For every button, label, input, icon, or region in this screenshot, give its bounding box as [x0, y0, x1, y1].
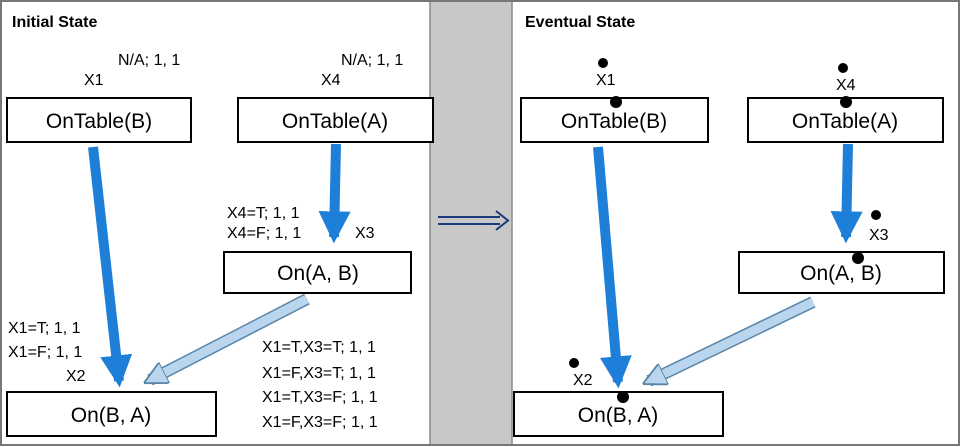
dot-x4-label: [838, 63, 848, 73]
svg-text:OnTable(B): OnTable(B): [561, 110, 667, 133]
transition-arrow: [438, 210, 510, 231]
edge-x4-x3: [318, 143, 351, 244]
right-panel-title: Eventual State: [525, 14, 635, 31]
var-x1: X1: [84, 72, 104, 89]
edge-x3-x2-eventual: [649, 297, 815, 381]
cpt-x1: N/A; 1, 1: [118, 52, 180, 69]
svg-text:On(B, A): On(B, A): [578, 404, 659, 427]
var-x3: X3: [355, 225, 375, 242]
cpt-x3-row2: X4=F; 1, 1: [227, 225, 301, 242]
svg-text:OnTable(A): OnTable(A): [792, 110, 898, 133]
var-x2-eventual: X2: [573, 372, 593, 389]
cpt-x2-right-row3: X1=T,X3=F; 1, 1: [262, 389, 378, 406]
edge-x1-x2: [88, 146, 133, 388]
left-panel-title: Initial State: [12, 14, 97, 31]
state-dots: [569, 58, 881, 403]
cpt-x3-row1: X4=T; 1, 1: [227, 205, 300, 222]
svg-text:OnTable(B): OnTable(B): [46, 110, 152, 133]
svg-text:On(A, B): On(A, B): [800, 262, 882, 285]
node-on-a-b-eventual: On(A, B): [738, 251, 945, 294]
var-x1-eventual: X1: [596, 72, 616, 89]
cpt-x2-right-row1: X1=T,X3=T; 1, 1: [262, 339, 376, 356]
cpt-x2-left-row2: X1=F; 1, 1: [8, 344, 82, 361]
edge-x3-x2: [150, 295, 310, 380]
var-x3-eventual: X3: [869, 227, 889, 244]
var-x2: X2: [66, 368, 86, 385]
dot-x4-node: [840, 96, 852, 108]
var-x4-eventual: X4: [836, 77, 856, 94]
var-x4: X4: [321, 72, 341, 89]
dot-x2-node: [617, 391, 629, 403]
node-ontable-a: OnTable(A): [237, 97, 434, 143]
dot-x1-label: [598, 58, 608, 68]
edge-x4-x3-eventual: [830, 143, 863, 244]
svg-text:OnTable(A): OnTable(A): [282, 110, 388, 133]
node-ontable-b: OnTable(B): [6, 97, 192, 143]
dot-x1-node: [610, 96, 622, 108]
dot-x3-node: [852, 252, 864, 264]
node-on-a-b: On(A, B): [223, 251, 412, 294]
node-on-b-a: On(B, A): [6, 391, 217, 437]
cpt-x2-right-row4: X1=F,X3=F; 1, 1: [262, 414, 378, 431]
dot-x3-label: [871, 210, 881, 220]
edge-x1-x2-eventual: [593, 146, 632, 389]
cpt-x4: N/A; 1, 1: [341, 52, 403, 69]
svg-text:On(B, A): On(B, A): [71, 404, 152, 427]
cpt-x2-left-row1: X1=T; 1, 1: [8, 320, 81, 337]
cpt-x2-right-row2: X1=F,X3=T; 1, 1: [262, 365, 376, 382]
dot-x2-label: [569, 358, 579, 368]
svg-text:On(A, B): On(A, B): [277, 262, 359, 285]
